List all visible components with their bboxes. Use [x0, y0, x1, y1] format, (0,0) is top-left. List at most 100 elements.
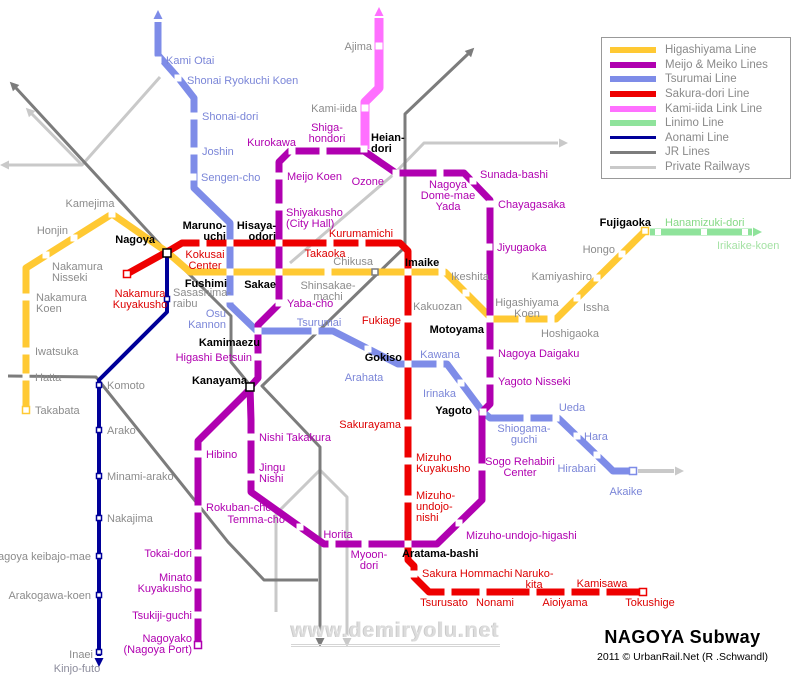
- station-marker: [226, 295, 234, 303]
- label-Jingu Nishi: JinguNishi: [259, 462, 285, 485]
- label-Joshin: Joshin: [202, 146, 234, 158]
- label-Tokai-dori: Tokai-dori: [144, 548, 192, 560]
- station-marker: [70, 234, 78, 242]
- label-Shonai-dori: Shonai-dori: [202, 111, 258, 123]
- label-Minami-arako: Minami-arako: [107, 471, 174, 483]
- label-Nishi Takakura: Nishi Takakura: [259, 432, 332, 444]
- line-jr-tokaido-south: [7, 374, 318, 582]
- station-marker: [404, 268, 412, 276]
- legend-swatch: [610, 61, 656, 68]
- label-Nakamura Koen: NakamuraKoen: [36, 292, 88, 315]
- arrow-private-south: [342, 638, 352, 647]
- label-Kamimaezu: Kamimaezu: [199, 337, 260, 349]
- legend-item: Private Railways: [602, 160, 790, 175]
- station-marker: [486, 200, 494, 208]
- label-Horita: Horita: [323, 529, 353, 541]
- station-marker: [364, 345, 372, 353]
- label-Kami-iida: Kami-iida: [311, 103, 358, 115]
- label-Naruko-kita: Naruko-kita: [514, 568, 553, 591]
- station-marker: [478, 463, 486, 471]
- station-marker: [163, 295, 171, 303]
- station-marker: [444, 588, 452, 596]
- legend-item: Kami-iida Link Line: [602, 101, 790, 116]
- label-Tsurusato: Tsurusato: [420, 597, 468, 609]
- label-Motoyama: Motoyama: [430, 324, 485, 336]
- legend-label: Private Railways: [665, 161, 750, 174]
- label-Jiyugaoka: Jiyugaoka: [497, 242, 547, 254]
- line-meiko-branch: [194, 386, 253, 648]
- station-marker: [457, 379, 465, 387]
- station-marker: [296, 523, 304, 531]
- label-Kokusai Center: KokusaiCenter: [185, 249, 224, 272]
- station-marker: [22, 373, 30, 381]
- station-marker: [190, 147, 198, 155]
- station-marker: [469, 177, 477, 185]
- station-marker: [479, 588, 487, 596]
- arrow-tsurumai-north: [153, 10, 163, 19]
- label-Issha: Issha: [583, 302, 610, 314]
- station-marker: [404, 495, 412, 503]
- station-marker: [95, 381, 103, 389]
- legend-swatch: [610, 105, 656, 112]
- station-marker: [190, 112, 198, 120]
- label-Kurokawa: Kurokawa: [247, 137, 297, 149]
- legend-label: Higashiyama Line: [665, 44, 757, 57]
- label-Heian-dori: Heian-dori: [371, 132, 405, 155]
- label-Sasashima-raibu: Sasashima-raibu: [173, 287, 231, 310]
- label-Nakamura Nisseki: NakamuraNisseki: [52, 261, 104, 284]
- legend-label: Tsurumai Line: [665, 73, 737, 86]
- station-marker: [375, 42, 383, 50]
- legend-label: Meijo & Meiko Lines: [665, 58, 768, 71]
- label-Sakae: Sakae: [244, 279, 276, 291]
- label-Tokushige: Tokushige: [625, 597, 675, 609]
- label-Takabata: Takabata: [35, 405, 81, 417]
- label-Nonami: Nonami: [476, 597, 514, 609]
- label-Chayagasaka: Chayagasaka: [498, 199, 566, 211]
- line-private-south-a: [318, 468, 349, 636]
- label-Nagoya: Nagoya: [115, 234, 156, 246]
- station-marker: [275, 172, 283, 180]
- arrow-private-west: [0, 160, 9, 170]
- station-marker: [529, 588, 537, 596]
- station-marker: [701, 229, 707, 235]
- arrow-aonami-south: [94, 658, 104, 667]
- legend-label: Linimo Line: [665, 117, 724, 130]
- legend-item: Tsurumai Line: [602, 72, 790, 87]
- station-marker: [404, 360, 412, 368]
- label-Fujigaoka: Fujigaoka: [600, 217, 652, 229]
- legend-item: Higashiyama Line: [602, 43, 790, 58]
- station-marker: [485, 243, 493, 251]
- arrow-linimo-east: [753, 227, 762, 237]
- legend-swatch: [610, 47, 656, 54]
- station-marker: [95, 472, 103, 480]
- legend-item: JR Lines: [602, 145, 790, 160]
- legend-label: Kami-iida Link Line: [665, 102, 763, 115]
- station-marker: [245, 382, 255, 392]
- station-marker: [392, 169, 400, 177]
- label-Aioiyama: Aioiyama: [542, 597, 588, 609]
- legend-label: JR Lines: [665, 146, 710, 159]
- map-title: NAGOYA Subway: [604, 627, 761, 647]
- label-Gokiso: Gokiso: [365, 352, 403, 364]
- station-marker: [436, 360, 444, 368]
- label-Akaike: Akaike: [609, 486, 642, 498]
- station-marker: [42, 251, 50, 259]
- label-Sakurayama: Sakurayama: [339, 419, 402, 431]
- label-Honjin: Honjin: [37, 225, 68, 237]
- station-marker: [410, 570, 418, 578]
- label-Sengen-cho: Sengen-cho: [201, 172, 260, 184]
- station-marker: [95, 552, 103, 560]
- station-marker: [328, 540, 336, 548]
- label-Kawana: Kawana: [420, 349, 461, 361]
- label-Takaoka: Takaoka: [305, 248, 347, 260]
- label-Imaike: Imaike: [405, 257, 439, 269]
- label-Shiga-hondori: Shiga-hondori: [309, 122, 346, 145]
- label-Ozone: Ozone: [352, 176, 384, 188]
- label-Shonai Ryokuchi Koen: Shonai Ryokuchi Koen: [187, 75, 298, 87]
- station-marker: [194, 581, 202, 589]
- label-Shiogama-guchi: Shiogama-guchi: [497, 423, 551, 446]
- label-Osu Kannon: OsuKannon: [188, 308, 226, 331]
- station-marker: [199, 239, 207, 247]
- station-marker: [371, 268, 379, 276]
